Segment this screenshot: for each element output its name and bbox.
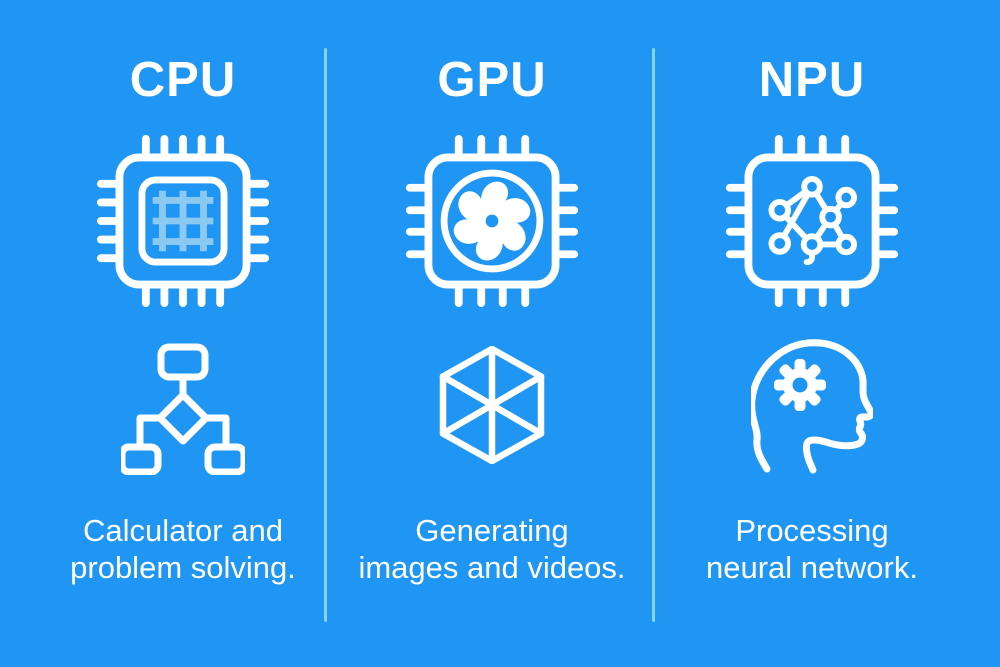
npu-caption-line2: neural network. [706,550,918,585]
column-divider-1 [324,48,327,622]
cpu-column: CPU [13,0,353,667]
cpu-title: CPU [129,53,237,107]
npu-caption: Processing neural network. [642,512,982,586]
npu-title: NPU [758,53,866,107]
flowchart-icon [121,343,245,475]
cube-icon [435,346,549,464]
column-divider-2 [652,48,655,622]
head-gear-icon [751,337,873,477]
cpu-caption-line1: Calculator and [83,513,283,548]
gpu-caption-line2: images and videos. [358,550,626,585]
cpu-caption: Calculator and problem solving. [13,512,353,586]
gpu-title: GPU [437,53,547,107]
gpu-column: GPU [322,0,662,667]
cpu-caption-line2: problem solving. [70,550,296,585]
npu-chip-network-icon [724,133,900,309]
cpu-chip-grid-icon [95,133,271,309]
npu-column: NPU [642,0,982,667]
gpu-caption: Generating images and videos. [322,512,662,586]
gear-icon [774,359,826,411]
gpu-chip-fan-icon [404,133,580,309]
gpu-caption-line1: Generating [415,513,569,548]
npu-caption-line1: Processing [735,513,889,548]
